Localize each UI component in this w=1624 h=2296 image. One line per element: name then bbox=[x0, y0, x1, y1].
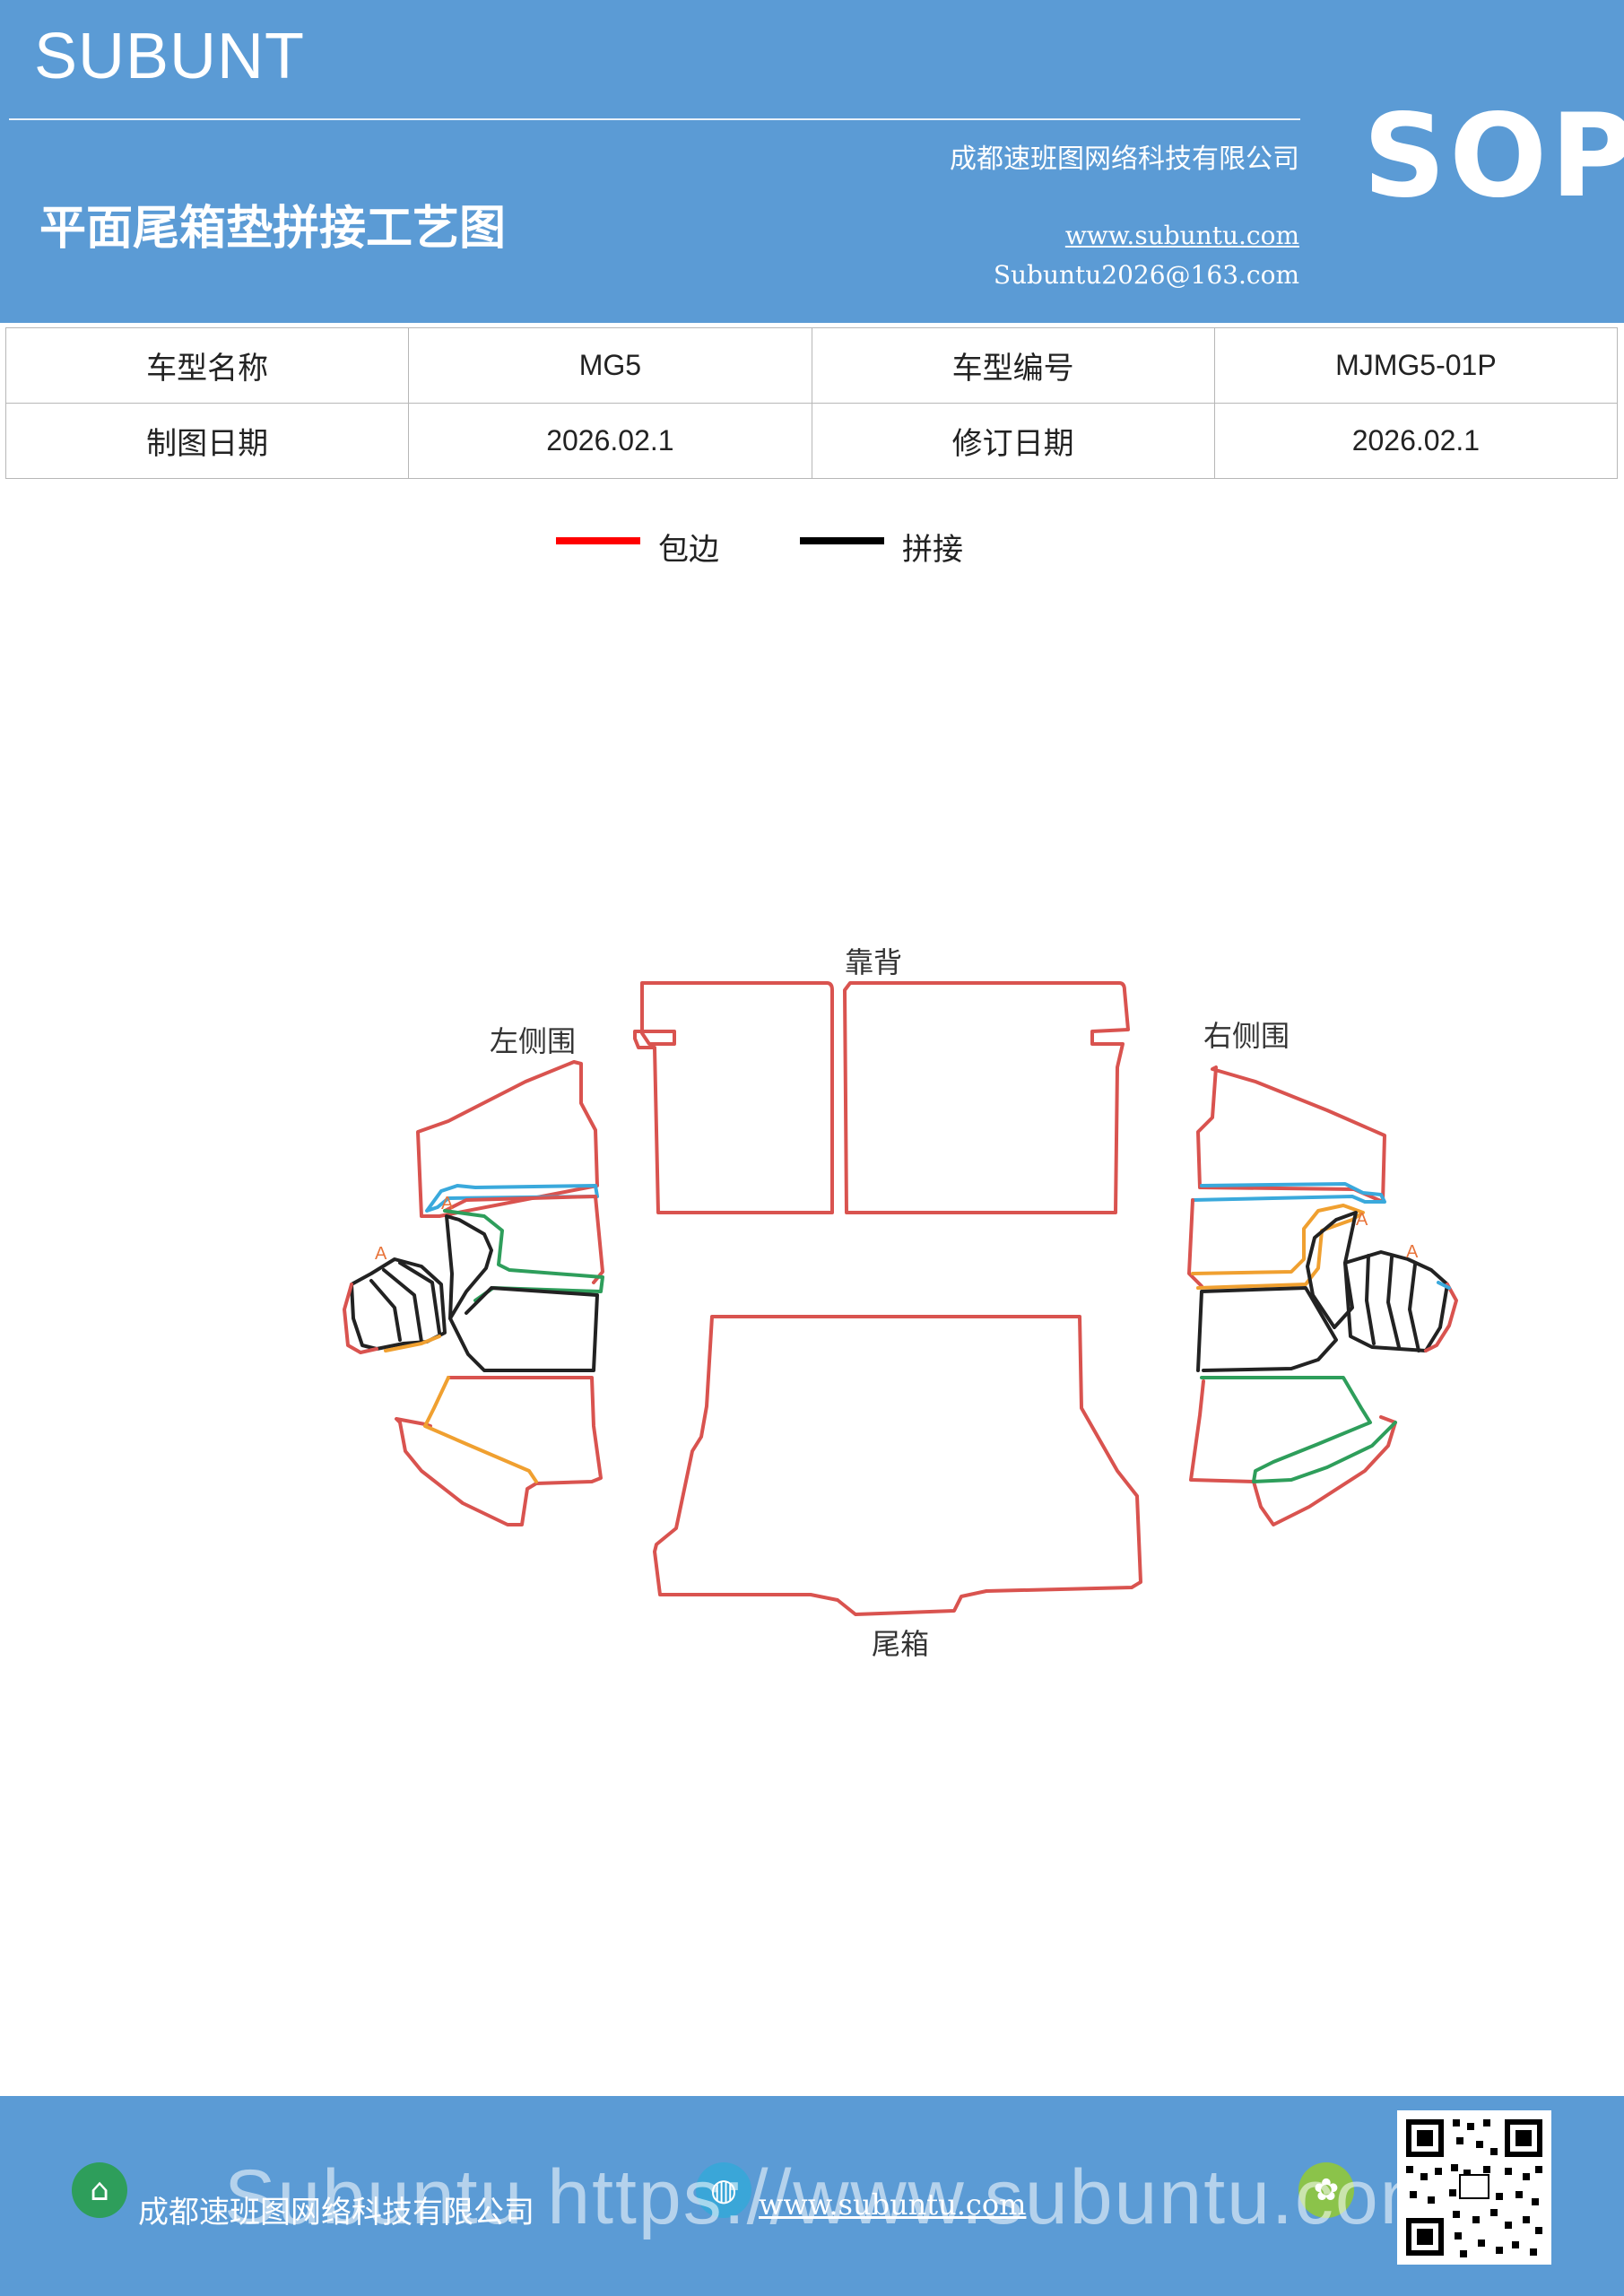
right-fan-line-1 bbox=[1365, 1254, 1376, 1345]
page-title: 平面尾箱垫拼接工艺图 bbox=[39, 202, 507, 256]
revise-date-value: 2026.02.1 bbox=[1213, 403, 1619, 479]
draw-date-label: 制图日期 bbox=[4, 403, 410, 479]
model-code-value: MJMG5-01P bbox=[1213, 327, 1619, 404]
right-fan-line-3 bbox=[1408, 1263, 1420, 1352]
header-banner: SUBUNT 平面尾箱垫拼接工艺图 成都速班图网络科技有限公司 www.subu… bbox=[0, 0, 1624, 323]
model-code-label: 车型编号 bbox=[811, 327, 1215, 404]
footer-banner: ⌂ 成都速班图网络科技有限公司 ◍ www.subuntu.com ✿ Subu… bbox=[0, 2096, 1624, 2296]
building-icon: ⌂ bbox=[72, 2162, 127, 2218]
left-fan-line-1 bbox=[369, 1279, 402, 1342]
footer-company: 成都速班图网络科技有限公司 bbox=[138, 2195, 534, 2231]
qr-code-graphic bbox=[1397, 2110, 1551, 2265]
email-address[interactable]: Subuntu2026@163.com bbox=[993, 260, 1299, 290]
legend-swatch-edge bbox=[556, 537, 640, 544]
company-name: 成都速班图网络科技有限公司 bbox=[950, 144, 1299, 175]
legend: 包边 拼接 bbox=[0, 525, 1624, 570]
draw-date-value: 2026.02.1 bbox=[408, 403, 812, 479]
label-left-side: 左侧围 bbox=[490, 1024, 577, 1058]
backrest-right-panel bbox=[843, 981, 1130, 1214]
right-bottom-green bbox=[1200, 1376, 1397, 1483]
right-fan-teal bbox=[1437, 1281, 1451, 1290]
wechat-icon: ✿ bbox=[1298, 2162, 1354, 2218]
legend-swatch-splice bbox=[800, 537, 884, 544]
left-bottom-panel bbox=[395, 1376, 603, 1526]
left-black-seam-b bbox=[448, 1286, 599, 1372]
table-row: 车型名称 MG5 车型编号 MJMG5-01P bbox=[4, 327, 1619, 404]
model-name-value: MG5 bbox=[408, 327, 812, 404]
header-divider bbox=[9, 118, 1300, 120]
left-fan-line-3 bbox=[398, 1261, 441, 1335]
right-orange-seam bbox=[1191, 1204, 1365, 1290]
marker-a-right-2: A bbox=[1406, 1242, 1419, 1262]
vehicle-info-table: 车型名称 MG5 车型编号 MJMG5-01P 制图日期 2026.02.1 修… bbox=[4, 327, 1619, 479]
marker-a-left-1: A bbox=[441, 1194, 454, 1213]
brand-name: SUBUNT bbox=[34, 21, 306, 92]
footer-watermark: Subuntu https://www.subuntu.com bbox=[224, 2154, 1446, 2240]
model-name-label: 车型名称 bbox=[4, 327, 410, 404]
left-blue-seam bbox=[425, 1184, 599, 1213]
sop-badge: SOP bbox=[1363, 90, 1624, 223]
marker-a-right-1: A bbox=[1356, 1210, 1368, 1230]
revise-date-label: 修订日期 bbox=[811, 403, 1215, 479]
right-fan-line-2 bbox=[1386, 1256, 1401, 1349]
footer-website-link[interactable]: www.subuntu.com bbox=[759, 2187, 1027, 2222]
label-trunk: 尾箱 bbox=[872, 1627, 930, 1661]
right-fan-edge bbox=[1424, 1283, 1458, 1352]
left-fan-edge bbox=[343, 1283, 378, 1354]
label-right-side: 右侧围 bbox=[1203, 1019, 1290, 1053]
marker-a-left-2: A bbox=[375, 1244, 387, 1264]
left-fan-orange bbox=[384, 1335, 441, 1352]
backrest-left-panel bbox=[633, 981, 834, 1214]
globe-icon: ◍ bbox=[696, 2162, 751, 2218]
trunk-panel bbox=[653, 1315, 1142, 1616]
right-fan-piece bbox=[1343, 1250, 1449, 1352]
left-top-panel bbox=[416, 1060, 599, 1218]
website-link[interactable]: www.subuntu.com bbox=[1064, 221, 1299, 250]
left-fan-line-2 bbox=[382, 1268, 423, 1344]
left-bottom-orange bbox=[423, 1376, 538, 1483]
right-middle-panel bbox=[1187, 1198, 1203, 1288]
legend-label-splice: 拼接 bbox=[902, 532, 963, 568]
label-backrest: 靠背 bbox=[845, 945, 903, 979]
table-row: 制图日期 2026.02.1 修订日期 2026.02.1 bbox=[4, 403, 1619, 479]
right-black-seam-b bbox=[1196, 1286, 1338, 1372]
splice-diagram: 靠背 左侧围 右侧围 尾箱 bbox=[0, 897, 1624, 1704]
qr-code[interactable] bbox=[1397, 2110, 1551, 2265]
right-blue-seam bbox=[1191, 1182, 1386, 1204]
right-top-panel bbox=[1196, 1065, 1386, 1204]
right-bottom-panel bbox=[1189, 1379, 1397, 1526]
left-black-seam-a bbox=[445, 1214, 493, 1320]
legend-label-edge: 包边 bbox=[658, 532, 719, 568]
diagram-svg: A A A A bbox=[343, 981, 1458, 1616]
